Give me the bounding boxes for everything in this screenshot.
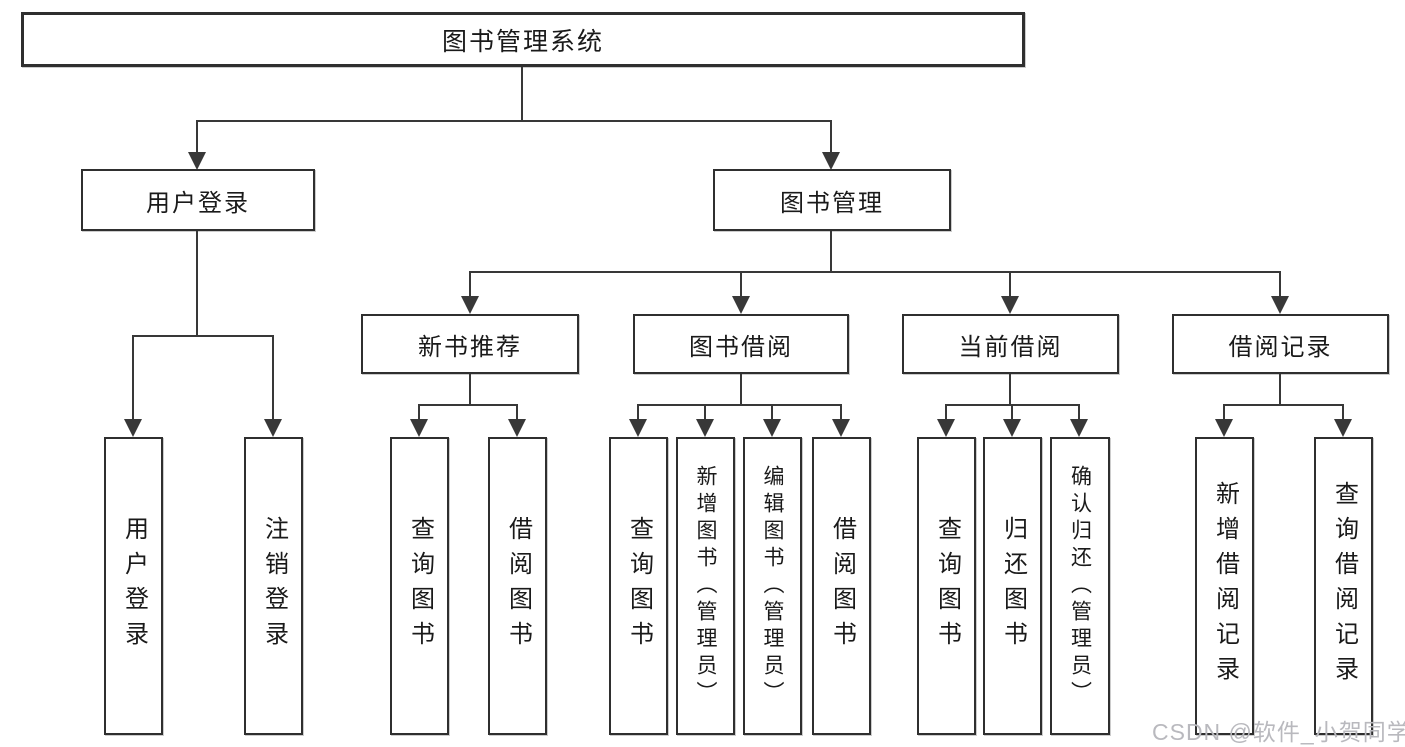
leaf-label: 借阅图书 xyxy=(504,516,532,656)
connector xyxy=(637,404,639,421)
connector xyxy=(704,404,706,421)
connector xyxy=(740,374,742,406)
arrowhead-down-icon xyxy=(629,419,647,437)
arrowhead-down-icon xyxy=(410,419,428,437)
leaf-label: 新增图书（管理员） xyxy=(694,464,717,708)
leaf-label: 查询图书 xyxy=(625,516,653,656)
connector xyxy=(1223,404,1225,421)
connector xyxy=(132,335,274,337)
connector xyxy=(740,271,742,298)
connector xyxy=(1011,404,1013,421)
arrowhead-down-icon xyxy=(696,419,714,437)
connector xyxy=(469,271,471,298)
connector xyxy=(1279,374,1281,406)
arrowhead-down-icon xyxy=(732,296,750,314)
leaf-return-book: 归还图书 xyxy=(983,437,1042,735)
arrowhead-down-icon xyxy=(822,152,840,170)
arrowhead-down-icon xyxy=(1003,419,1021,437)
leaf-label: 归还图书 xyxy=(999,516,1027,656)
connector xyxy=(469,374,471,406)
arrowhead-down-icon xyxy=(1271,296,1289,314)
connector xyxy=(771,404,773,421)
leaf-query-books-recommend: 查询图书 xyxy=(390,437,449,735)
node-borrowing-records: 借阅记录 xyxy=(1172,314,1389,374)
leaf-label: 查询图书 xyxy=(406,516,434,656)
connector xyxy=(196,120,198,154)
connector xyxy=(418,404,420,421)
connector xyxy=(418,404,518,406)
leaf-label: 查询图书 xyxy=(933,516,961,656)
connector xyxy=(469,271,1281,273)
connector xyxy=(830,231,832,273)
node-library-management-system: 图书管理系统 xyxy=(21,12,1025,67)
node-current-borrowing: 当前借阅 xyxy=(902,314,1119,374)
arrowhead-down-icon xyxy=(461,296,479,314)
connector xyxy=(132,335,134,421)
leaf-label: 注销登录 xyxy=(260,516,288,656)
connector xyxy=(1223,404,1344,406)
node-new-book-recommendation: 新书推荐 xyxy=(361,314,579,374)
arrowhead-down-icon xyxy=(508,419,526,437)
arrowhead-down-icon xyxy=(832,419,850,437)
connector xyxy=(945,404,947,421)
connector xyxy=(1009,374,1011,406)
leaf-user-login: 用户登录 xyxy=(104,437,163,735)
connector xyxy=(830,120,832,154)
node-user-login: 用户登录 xyxy=(81,169,315,231)
leaf-label: 编辑图书（管理员） xyxy=(761,464,784,708)
arrowhead-down-icon xyxy=(1215,419,1233,437)
connector xyxy=(521,67,523,121)
leaf-add-book-admin: 新增图书（管理员） xyxy=(676,437,735,735)
connector xyxy=(272,335,274,421)
connector xyxy=(196,120,832,122)
leaf-add-borrow-record: 新增借阅记录 xyxy=(1195,437,1254,735)
arrowhead-down-icon xyxy=(264,419,282,437)
leaf-edit-book-admin: 编辑图书（管理员） xyxy=(743,437,802,735)
leaf-label: 确认归还（管理员） xyxy=(1068,464,1092,708)
leaf-logout: 注销登录 xyxy=(244,437,303,735)
leaf-borrow-books-borrowing: 借阅图书 xyxy=(812,437,871,735)
arrowhead-down-icon xyxy=(1070,419,1088,437)
connector xyxy=(1342,404,1344,421)
leaf-query-books-current: 查询图书 xyxy=(917,437,976,735)
leaf-confirm-return-admin: 确认归还（管理员） xyxy=(1050,437,1110,735)
arrowhead-down-icon xyxy=(1001,296,1019,314)
arrowhead-down-icon xyxy=(124,419,142,437)
arrowhead-down-icon xyxy=(763,419,781,437)
csdn-watermark: CSDN @软件_小贺同学 xyxy=(1152,719,1405,745)
connector xyxy=(840,404,842,421)
leaf-query-books-borrowing: 查询图书 xyxy=(609,437,668,735)
connector xyxy=(1078,404,1080,421)
arrowhead-down-icon xyxy=(1334,419,1352,437)
leaf-borrow-books-recommend: 借阅图书 xyxy=(488,437,547,735)
leaf-label: 新增借阅记录 xyxy=(1211,481,1239,691)
leaf-label: 查询借阅记录 xyxy=(1330,481,1358,691)
node-book-borrowing: 图书借阅 xyxy=(633,314,849,374)
arrowhead-down-icon xyxy=(188,152,206,170)
leaf-label: 借阅图书 xyxy=(828,516,856,656)
connector xyxy=(1279,271,1281,298)
node-book-management: 图书管理 xyxy=(713,169,951,231)
connector xyxy=(516,404,518,421)
connector xyxy=(1009,271,1011,298)
arrowhead-down-icon xyxy=(937,419,955,437)
connector xyxy=(637,404,841,406)
leaf-query-borrow-record: 查询借阅记录 xyxy=(1314,437,1373,735)
connector xyxy=(196,231,198,337)
leaf-label: 用户登录 xyxy=(120,516,148,656)
